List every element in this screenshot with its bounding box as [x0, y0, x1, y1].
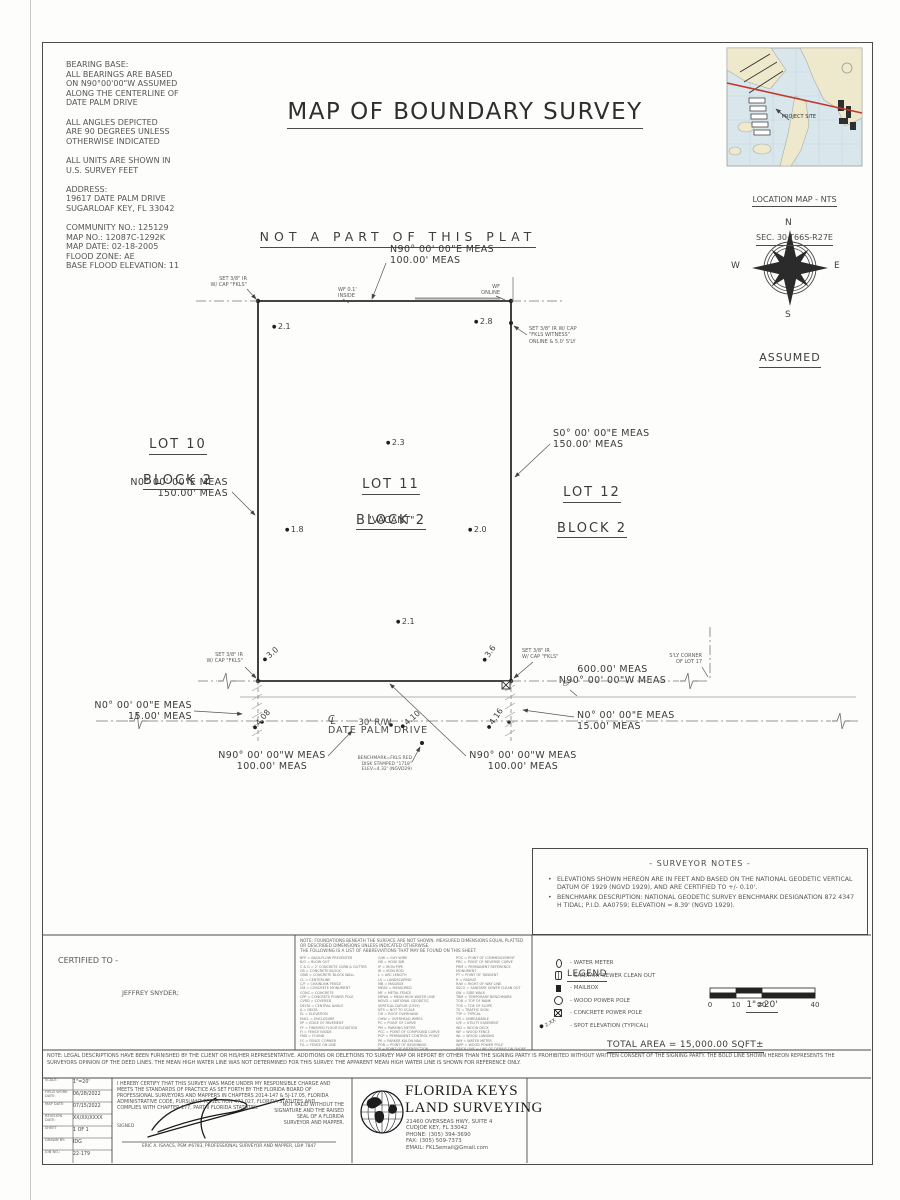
- project-site-label: PROJECT SITE: [782, 114, 817, 120]
- surveyor-notes-title: - SURVEYOR NOTES -: [649, 859, 751, 868]
- location-map-caption: LOCATION MAP - NTS SEC. 30-T66S-R27E: [727, 169, 862, 246]
- lot11-vacant-label: "VACANT": [367, 515, 415, 526]
- benchmark-label: BENCHMARK=FKLS RED DISK STAMPED "1718" E…: [357, 756, 412, 773]
- lot10-label: LOT 10 BLOCK 2: [128, 422, 228, 493]
- abbreviations-col2: G/W = GUY WIRE HB = HOSE BIB IP = IRON P…: [378, 956, 440, 1052]
- company-address: 21460 OVERSEAS HWY, SUITE 4 CUDJOE KEY, …: [406, 1119, 493, 1151]
- compass-assumed-label: ASSUMED: [750, 328, 830, 368]
- dim-east-label: S0° 00' 00"E MEAS 150.00' MEAS: [553, 428, 650, 451]
- legend-title: LEGEND: [567, 943, 608, 983]
- dim-west-label: N0° 00' 00"E MEAS 150.00' MEAS: [130, 477, 228, 500]
- company-name-line1: FLORIDA KEYS: [405, 1083, 519, 1099]
- legend-item-label: - MAILBOX: [570, 985, 599, 991]
- lot11-label: LOT 11 BLOCK 2: [341, 462, 441, 533]
- compass-south-label: S: [785, 310, 791, 320]
- mailbox-icon: [556, 985, 561, 992]
- certified-to-label: CERTIFIED TO -: [58, 956, 119, 965]
- scale-ratio-label: 1"=20': [730, 974, 794, 1014]
- dim-100-se-label: N90° 00' 00"W MEAS 100.00' MEAS: [469, 750, 577, 773]
- wood-power-pole-icon: [554, 996, 563, 1005]
- titleblock-row: MAP DATE:07/15/2022: [45, 1102, 101, 1109]
- wf-online-label: WF ONLINE: [481, 284, 500, 297]
- scale-tick-label: 10: [731, 1001, 741, 1009]
- certification-statement: I HEREBY CERTIFY THAT THIS SURVEY WAS MA…: [117, 1082, 331, 1111]
- legal-descriptions-note: NOTE: LEGAL DESCRIPTIONS HAVE BEEN FURNI…: [47, 1053, 835, 1066]
- titleblock-row: FIELD WORK DATE:06/28/2022: [45, 1090, 101, 1098]
- company-name-line2: LAND SURVEYING: [405, 1100, 543, 1116]
- spot-elevation: 1.8: [285, 525, 304, 534]
- titleblock-row: SCALE:1"=20': [45, 1078, 90, 1085]
- not-a-part-label: NOT A PART OF THIS PLAT: [248, 208, 548, 248]
- total-area-label: TOTAL AREA = 15,000.00 SQFT±: [607, 1014, 764, 1054]
- legend-item-label: - SPOT ELEVATION (TYPICAL): [570, 1022, 649, 1029]
- compass-west-label: W: [731, 261, 740, 271]
- scan-edge-line: [30, 0, 31, 1200]
- surveyor-notes-box: - SURVEYOR NOTES - •ELEVATIONS SHOWN HER…: [532, 848, 868, 935]
- wf-inside-label: WF 0.1' INSIDE: [338, 287, 357, 300]
- page-title: MAP OF BOUNDARY SURVEY: [275, 80, 655, 129]
- surveyor-name-line: ERIC A. ISAACS, PSM #6783, PROFESSIONAL …: [142, 1144, 316, 1149]
- certified-to-name: JEFFREY SNYDER;: [122, 989, 179, 997]
- spot-elevation: 2.3: [386, 438, 405, 447]
- set-ir-sw-label: SET 3/8" IR W/ CAP "FKLS": [206, 652, 243, 665]
- signed-label: SIGNED: [117, 1124, 135, 1129]
- compass-north-label: N: [785, 218, 792, 228]
- titleblock-row: JOB NO.:22-179: [45, 1150, 90, 1157]
- set-ir-se-label: SET 3/8" IR W/ CAP "FKLS": [522, 648, 559, 661]
- compass-east-label: E: [834, 261, 840, 271]
- titleblock-row: DRAWN BY:IDG: [45, 1138, 82, 1145]
- legend-item-label: - CONCRETE POWER POLE: [570, 1010, 643, 1016]
- legend-item-label: - WOOD POWER POLE: [570, 997, 631, 1004]
- dim-15-right-label: N0° 00' 00"E MEAS 15.00' MEAS: [577, 710, 675, 733]
- general-notes: BEARING BASE: ALL BEARINGS ARE BASED ON …: [66, 60, 180, 271]
- legend-item-label: - SANITARY SEWER CLEAN OUT: [570, 972, 656, 979]
- scale-tick-label: 0: [707, 1001, 713, 1009]
- centerline-symbol-icon: CL: [328, 714, 337, 728]
- edge-of-pavement-label: EP: [563, 682, 570, 688]
- concrete-power-pole-icon: [554, 1009, 562, 1017]
- dim-north-label: N90° 00' 00"E MEAS 100.00' MEAS: [390, 244, 495, 267]
- not-valid-note: NOT VALID WITHOUT THE SIGNATURE AND THE …: [274, 1103, 344, 1126]
- spot-elevation: 2.0: [468, 525, 487, 534]
- spot-elevation: 2.1: [396, 617, 415, 626]
- abbreviations-col1: BFP = BACK-FLOW PREVENTER B/O = BLOW OUT…: [300, 956, 367, 1047]
- dim-100-sw-label: N90° 00' 00"W MEAS 100.00' MEAS: [218, 750, 326, 773]
- lot12-label: LOT 12 BLOCK 2: [542, 470, 642, 541]
- road-rw-label: 30' R/W: [358, 718, 392, 728]
- titleblock-row: REVISION DATE:XX/XX/XXXX: [45, 1114, 103, 1122]
- surveyor-note-item: •BENCHMARK DESCRIPTION: NATIONAL GEODETI…: [548, 894, 855, 909]
- abbreviations-note: NOTE: FOUNDATIONS BENEATH THE SURFACE AR…: [300, 938, 524, 954]
- legend-item-label: - WATER METER: [570, 960, 614, 966]
- sewer-cleanout-icon: [555, 971, 562, 980]
- sheet-border: [42, 42, 873, 1165]
- water-meter-icon: [556, 959, 562, 968]
- spot-elevation: 2.1: [272, 322, 291, 331]
- set-ir-nw-label: SET 3/8" IR W/ CAP "FKLS": [210, 276, 247, 289]
- set-ir-ne-label: SET 3/8" IR W/ CAP "FKLS WITNESS" ONLINE…: [529, 326, 577, 345]
- scale-tick-label: 20: [757, 1001, 767, 1009]
- dim-15-left-label: N0° 00' 00"E MEAS 15.00' MEAS: [94, 700, 192, 723]
- spot-elevation: 2.8: [474, 317, 493, 326]
- abbreviations-col3: POC = POINT OF COMMENCEMENT PRC = POINT …: [456, 956, 527, 1052]
- dim-south-label: 600.00' MEAS N90° 00' 00"W MEAS: [558, 664, 667, 687]
- surveyor-note-item: •ELEVATIONS SHOWN HEREON ARE IN FEET AND…: [548, 876, 853, 891]
- road-centerline-label: CL DATE PALM DRIVE: [328, 714, 429, 737]
- scale-tick-label: 40: [810, 1001, 820, 1009]
- sly-corner-label: S'LY CORNER OF LOT 17: [669, 653, 702, 666]
